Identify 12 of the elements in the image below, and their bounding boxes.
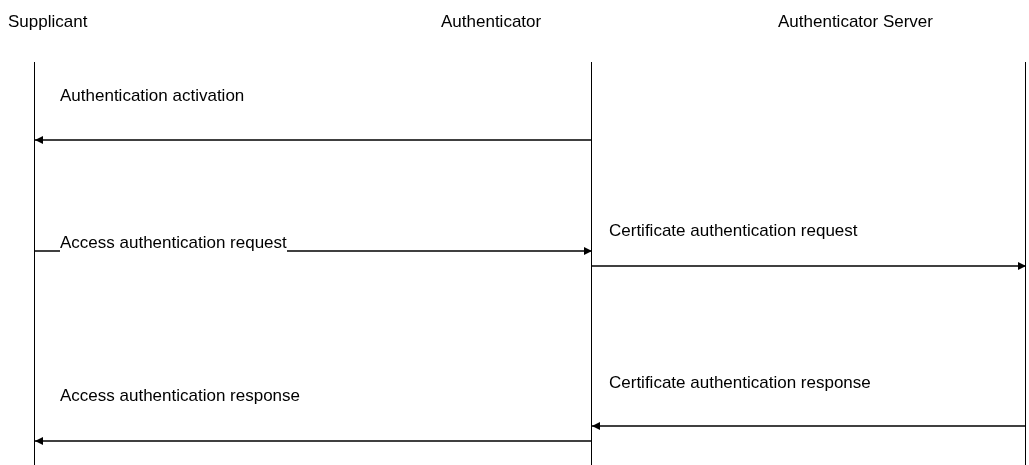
edge-label: Access authentication response: [60, 386, 301, 406]
message-arrow: [591, 262, 1027, 270]
edge-label: Certificate authentication response: [609, 373, 871, 393]
message-arrow: [591, 422, 1027, 430]
participant-label: Authenticator: [441, 12, 542, 32]
edge-label: Certificate authentication request: [609, 221, 858, 241]
lifeline: [438, 12, 594, 465]
participant-label: Supplicant: [8, 12, 88, 32]
edge-label: Access authentication request: [60, 233, 287, 253]
participant-label: Authenticator Server: [778, 12, 933, 32]
message-arrow: [34, 136, 593, 144]
message-arrow: [34, 437, 593, 445]
